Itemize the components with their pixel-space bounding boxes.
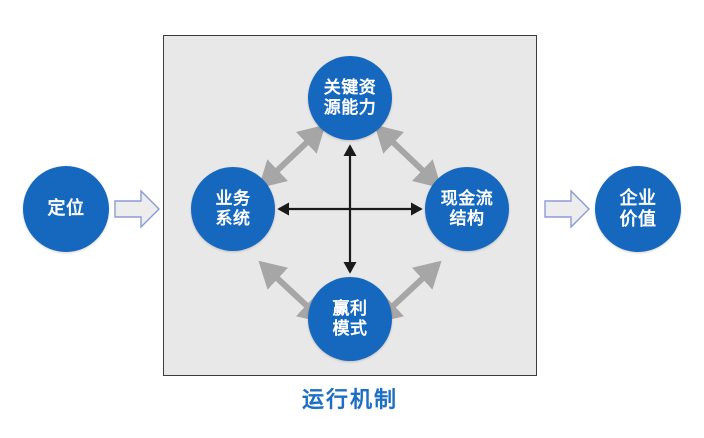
node-enterprise-value[interactable]: 企业 价值 — [595, 166, 681, 252]
node-key-resource-capability[interactable]: 关键资 源能力 — [308, 56, 392, 140]
node-enterprise-value-line-2: 价值 — [619, 209, 657, 229]
node-cash-flow-structure-line-2: 结构 — [449, 209, 485, 228]
node-position[interactable]: 定位 — [23, 166, 109, 252]
node-cash-flow-structure-line-1: 现金流 — [440, 188, 494, 208]
node-profit-model-line-1: 赢利 — [332, 298, 368, 318]
node-enterprise-value-line-1: 企业 — [619, 187, 657, 208]
node-profit-model[interactable]: 赢利 模式 — [308, 277, 392, 361]
node-business-system-line-2: 系统 — [215, 209, 251, 228]
node-profit-model-line-2: 模式 — [332, 319, 368, 338]
node-position-line-1: 定位 — [47, 198, 85, 219]
node-cash-flow-structure[interactable]: 现金流 结构 — [425, 167, 509, 251]
node-key-resource-capability-line-2: 源能力 — [323, 98, 377, 117]
left-flow-arrow-icon — [114, 188, 160, 230]
node-business-system-line-1: 业务 — [215, 188, 251, 208]
panel-caption: 运行机制 — [301, 387, 398, 412]
right-flow-arrow-icon — [544, 188, 590, 230]
node-business-system[interactable]: 业务 系统 — [191, 167, 275, 251]
node-key-resource-capability-line-1: 关键资 — [323, 77, 377, 97]
